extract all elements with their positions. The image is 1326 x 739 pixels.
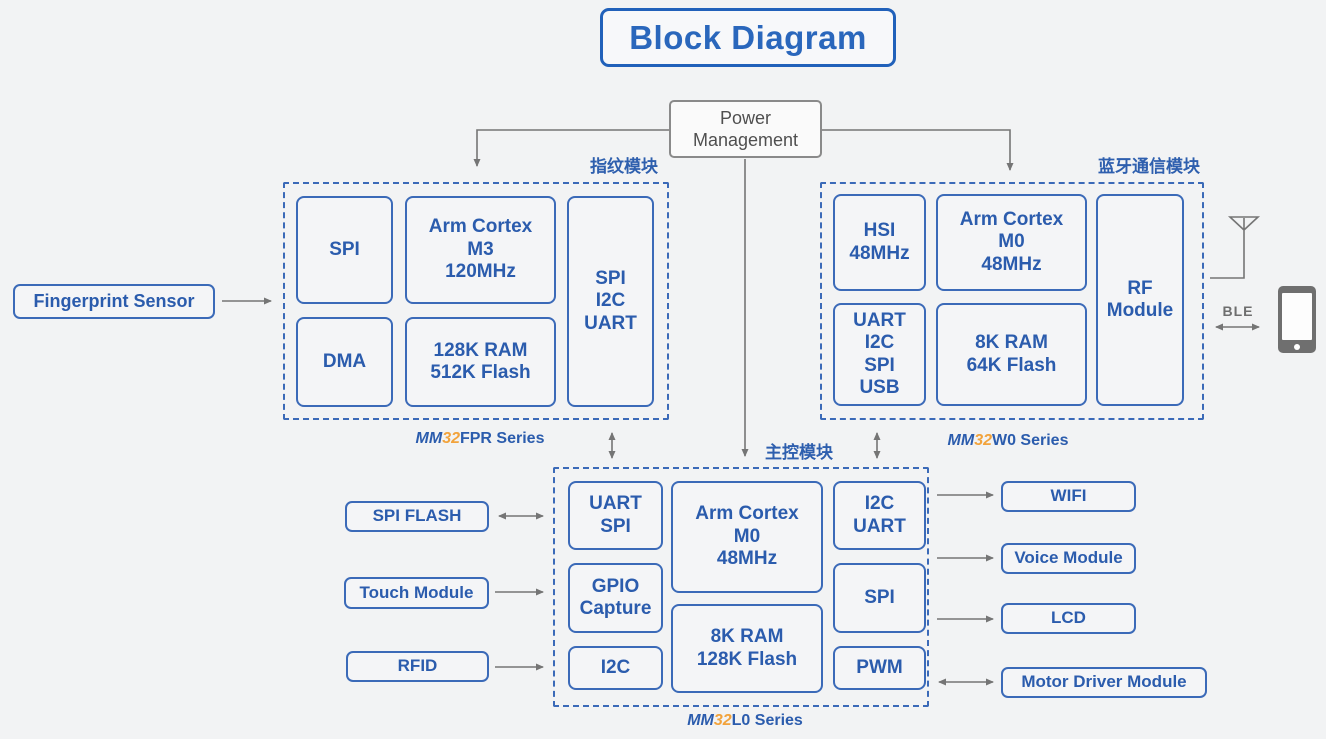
smartphone-icon (1278, 286, 1316, 353)
main-control-module-label: 主控模块 (765, 443, 833, 462)
fpr-series-label: MM32FPR Series (415, 430, 545, 447)
diagram-title-box: Block Diagram (600, 8, 896, 67)
fpr-spi-box: SPI (296, 196, 393, 304)
main-control-module-container (553, 467, 929, 707)
voice-module-box: Voice Module (1001, 543, 1136, 574)
fingerprint-module-container (283, 182, 669, 420)
fingerprint-module-label: 指纹模块 (590, 157, 658, 176)
spi-flash-box: SPI FLASH (345, 501, 489, 532)
ble-label: BLE (1222, 303, 1254, 319)
rfid-box: RFID (346, 651, 489, 682)
touch-module-box: Touch Module (344, 577, 489, 609)
fpr-dma-box: DMA (296, 317, 393, 407)
motor-driver-module-box: Motor Driver Module (1001, 667, 1207, 698)
antenna-icon (1210, 216, 1261, 279)
power-to-bluetooth-line (822, 129, 1014, 171)
bluetooth-module-container (820, 182, 1204, 420)
smartphone-home-button (1294, 344, 1300, 350)
fingerprint-sensor-box: Fingerprint Sensor (13, 284, 215, 319)
smartphone-screen (1282, 293, 1312, 340)
l0-pwm-box: PWM (833, 646, 926, 690)
diagram-title: Block Diagram (629, 18, 867, 56)
lcd-box: LCD (1001, 603, 1136, 634)
bluetooth-module-label: 蓝牙通信模块 (1098, 157, 1200, 176)
wifi-box: WIFI (1001, 481, 1136, 512)
l0-spi-box: SPI (833, 563, 926, 633)
w0-series-label: MM32W0 Series (947, 432, 1069, 449)
l0-i2c-box: I2C (568, 646, 663, 690)
l0-series-label: MM32L0 Series (687, 712, 803, 729)
